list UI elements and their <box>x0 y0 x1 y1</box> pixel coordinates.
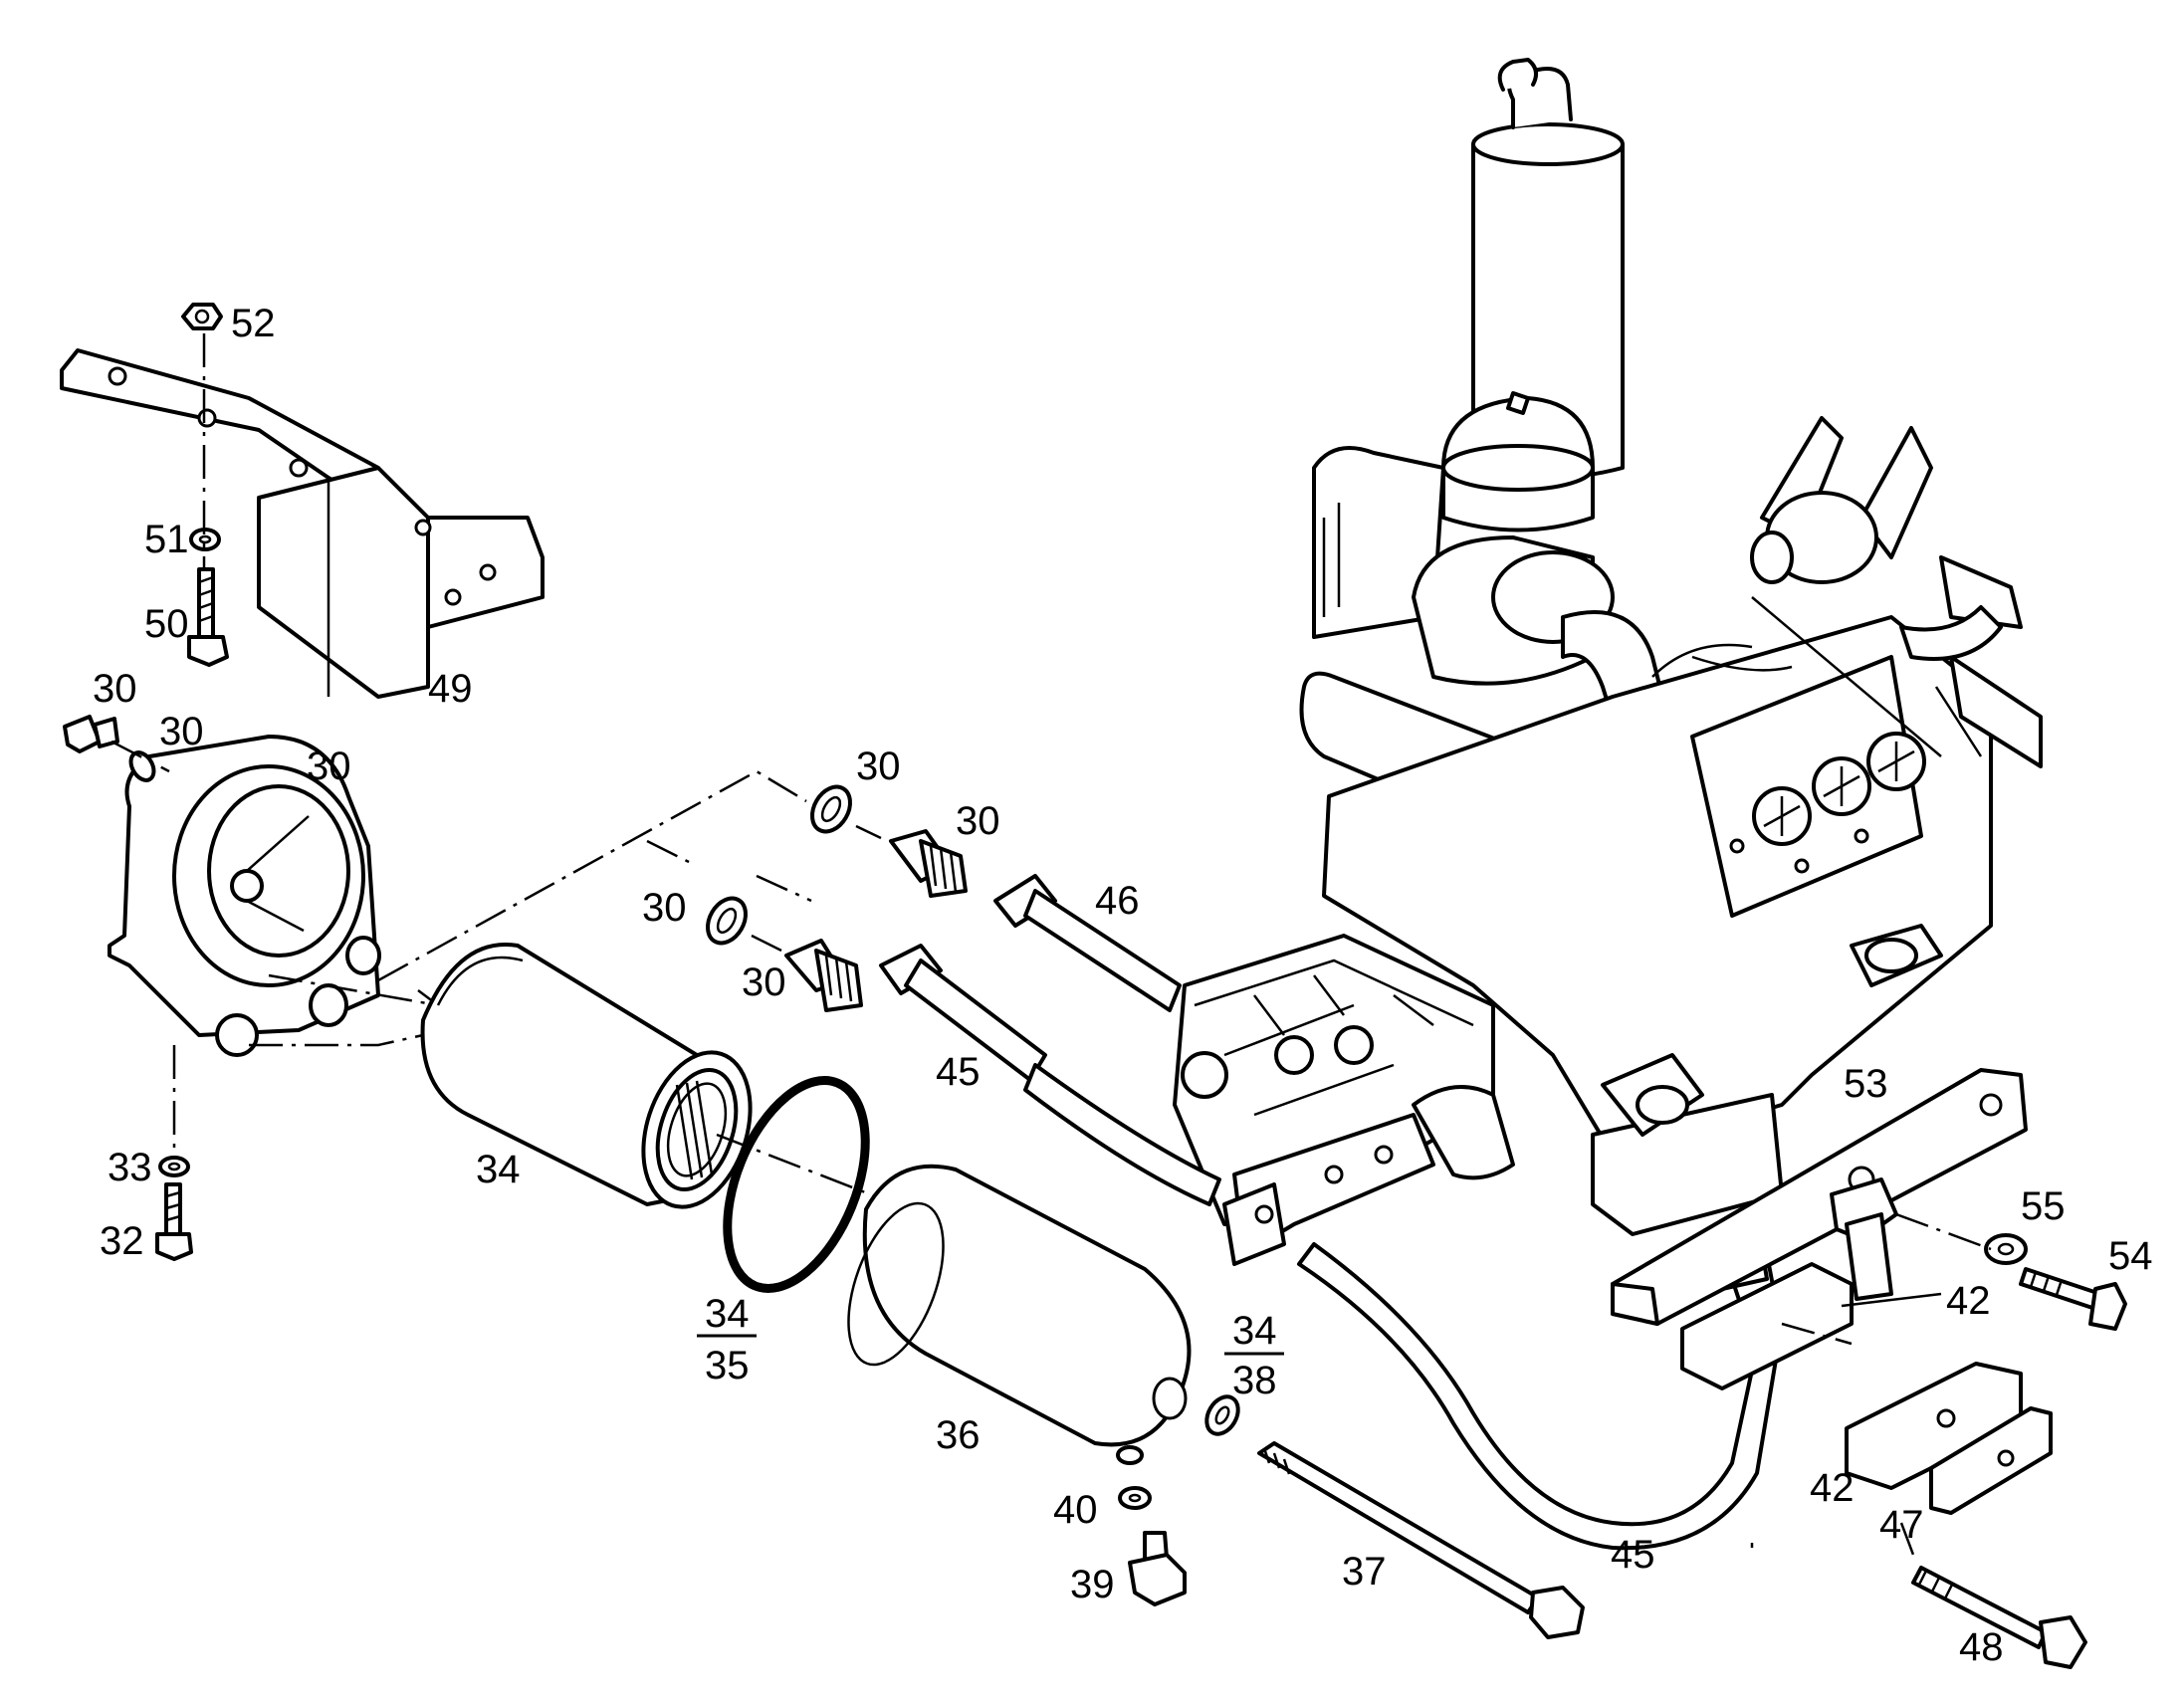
label-34-38-denominator: 38 <box>1232 1359 1277 1402</box>
bolt-32 <box>155 1182 193 1261</box>
label-42-upper: 42 <box>1946 1279 1991 1323</box>
washer-33 <box>158 1156 190 1177</box>
label-34-35-numerator: 34 <box>705 1292 750 1336</box>
label-49: 49 <box>428 667 473 711</box>
fitting-30-upper <box>889 829 968 898</box>
nut-52 <box>181 303 223 330</box>
tie-rod-37 <box>1257 1441 1585 1639</box>
sealing-ring-34-35 <box>723 1076 870 1293</box>
label-52: 52 <box>231 302 276 345</box>
label-30-g: 30 <box>742 960 786 1004</box>
support-bar-53 <box>1611 1068 2028 1326</box>
fitting-upper-right <box>1830 1177 1898 1301</box>
label-32: 32 <box>100 1219 144 1263</box>
label-50: 50 <box>144 602 189 646</box>
label-34: 34 <box>476 1148 521 1191</box>
bolt-48 <box>1911 1566 2087 1669</box>
label-30-d: 30 <box>856 745 901 788</box>
label-36: 36 <box>936 1413 981 1457</box>
clamp-half-42-upper <box>1680 1262 1854 1390</box>
label-40: 40 <box>1053 1488 1098 1532</box>
label-37: 37 <box>1342 1550 1387 1594</box>
label-55: 55 <box>2021 1184 2066 1228</box>
bolt-54 <box>2019 1267 2127 1331</box>
label-45-short: 45 <box>936 1050 981 1094</box>
bolt-50 <box>187 567 229 667</box>
label-30-b: 30 <box>159 710 204 753</box>
seal-30-lower <box>706 896 748 946</box>
seal-30-upper <box>810 784 852 834</box>
label-54: 54 <box>2108 1234 2153 1278</box>
seal-34-38 <box>1204 1394 1240 1436</box>
label-46: 46 <box>1095 879 1140 923</box>
label-53: 53 <box>1844 1062 1888 1106</box>
plug-30-left <box>63 715 119 753</box>
filter-head-30 <box>108 735 381 1057</box>
label-51: 51 <box>144 518 189 561</box>
engine-assembly <box>1173 58 2043 1266</box>
label-30-c: 30 <box>307 745 351 788</box>
label-48: 48 <box>1959 1625 2004 1669</box>
cover-plate-47 <box>1929 1406 2053 1515</box>
label-34-35-denominator: 35 <box>705 1344 750 1387</box>
label-30-f: 30 <box>642 886 687 930</box>
label-33: 33 <box>108 1146 152 1189</box>
filter-element-34 <box>420 942 753 1209</box>
washer-40 <box>1118 1486 1152 1510</box>
label-30-e: 30 <box>956 799 1000 843</box>
label-42-lower: 42 <box>1810 1466 1855 1510</box>
mounting-bracket-49 <box>60 348 545 699</box>
hose-45-short <box>879 944 1221 1206</box>
fitting-30-lower <box>784 939 863 1012</box>
label-30-a: 30 <box>93 667 137 711</box>
label-45-long: 45 <box>1611 1533 1655 1577</box>
label-34-38-numerator: 34 <box>1232 1309 1277 1353</box>
hose-46 <box>993 874 1182 1012</box>
washer-55 <box>1984 1233 2028 1265</box>
label-39: 39 <box>1070 1563 1115 1606</box>
label-47: 47 <box>1879 1503 1924 1547</box>
drain-plug-39 <box>1128 1531 1187 1606</box>
filter-bowl-36 <box>847 1164 1192 1465</box>
